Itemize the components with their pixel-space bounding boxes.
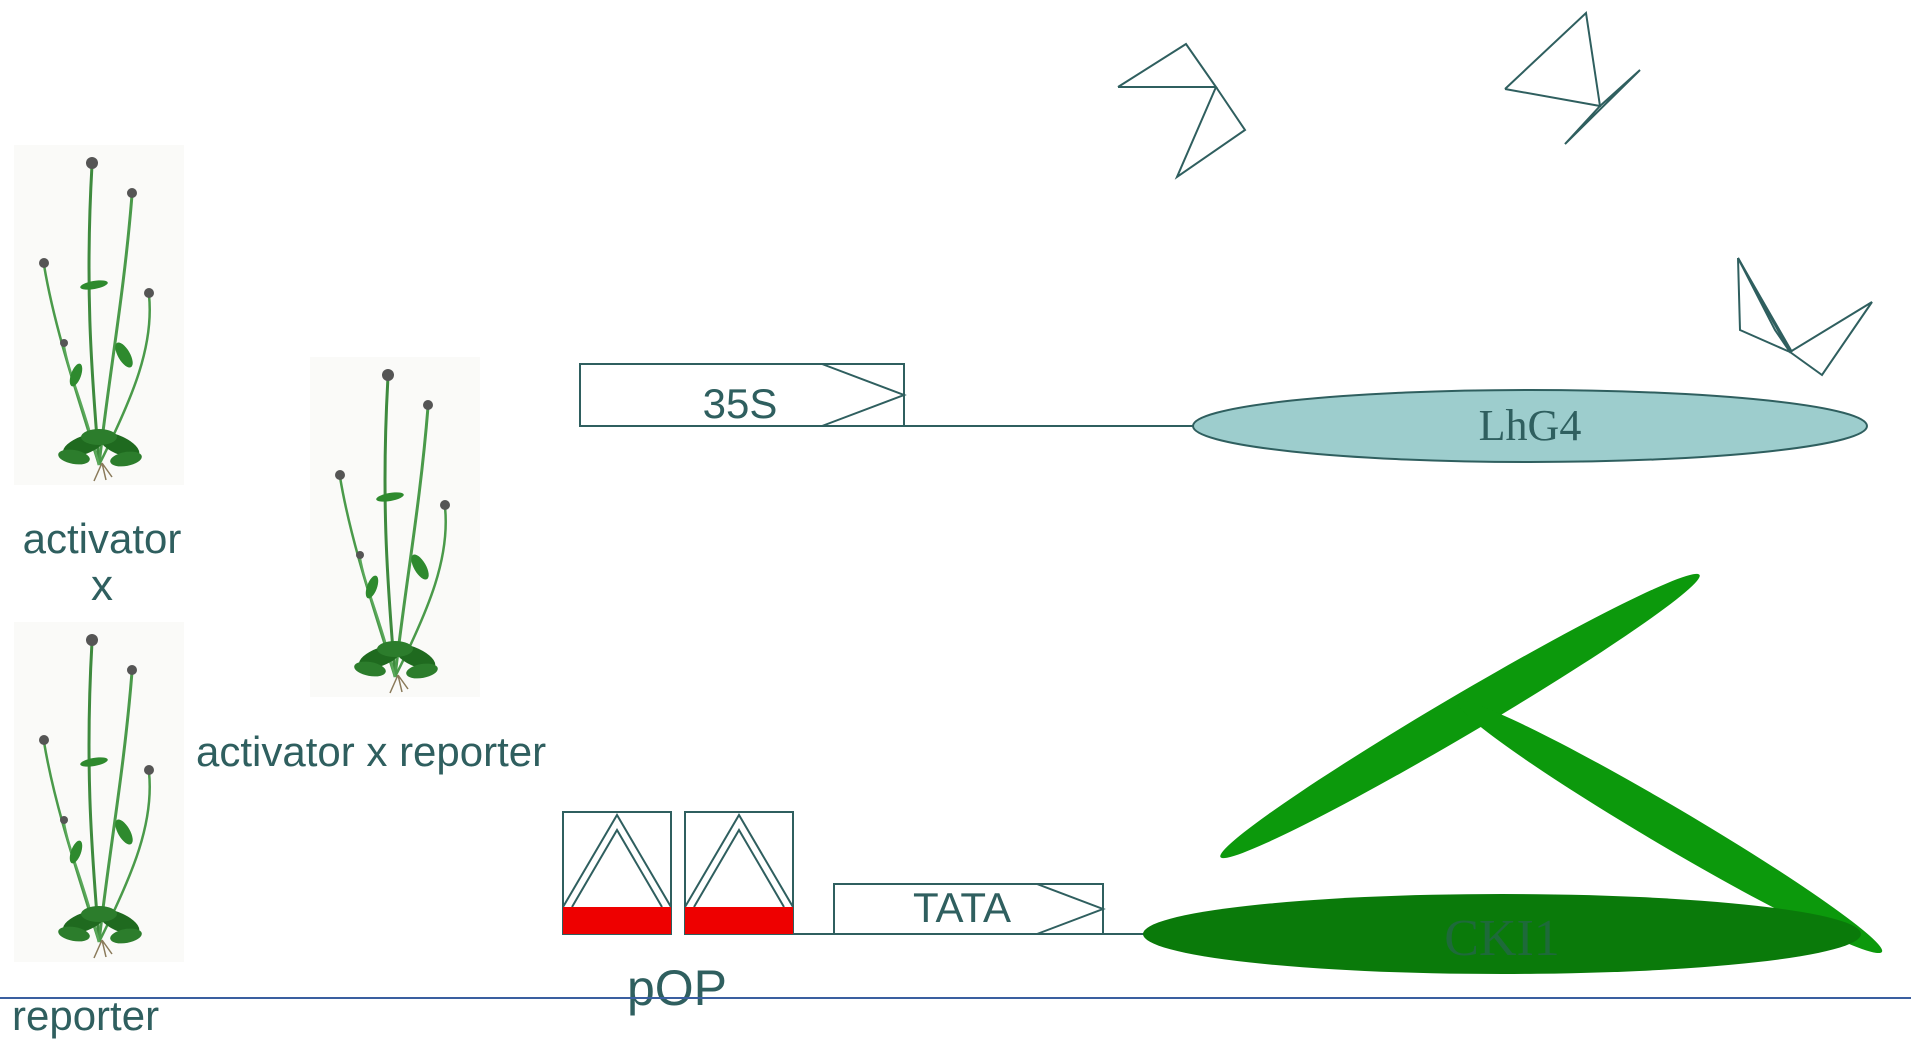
promoter-arrow-icon [821, 363, 907, 427]
plant-reporter-image [12, 620, 186, 964]
leaf-shape-upper [1220, 573, 1700, 859]
label-pop: pOP [627, 960, 727, 1016]
label-cki1: CKI1 [1444, 910, 1560, 967]
operator-icon [562, 811, 672, 935]
label-lhg4: LhG4 [1479, 401, 1582, 450]
label-reporter: reporter [12, 992, 159, 1039]
label-activator-x-reporter: activator x reporter [196, 728, 546, 775]
label-35s: 35S [703, 380, 778, 427]
plant-activator-image [12, 143, 186, 487]
gene-cki1 [1143, 894, 1861, 974]
dimer-icon [1504, 10, 1641, 145]
protein-lhg4 [1192, 389, 1868, 463]
leaf-shape-lower [1457, 700, 1883, 954]
label-tata: TATA [913, 884, 1011, 931]
activator-construct: 35S LhG4 [579, 363, 1868, 463]
dimer-icon [1117, 42, 1247, 180]
dimer-icon [1737, 257, 1873, 377]
plant-cross-image [308, 355, 482, 699]
label-activator: activator [23, 515, 182, 562]
promoter-arrow-icon [1036, 883, 1106, 935]
operator-icon [684, 811, 794, 935]
reporter-construct: TATA pOP CKI1 [562, 811, 1861, 1016]
label-cross: x [91, 561, 113, 610]
